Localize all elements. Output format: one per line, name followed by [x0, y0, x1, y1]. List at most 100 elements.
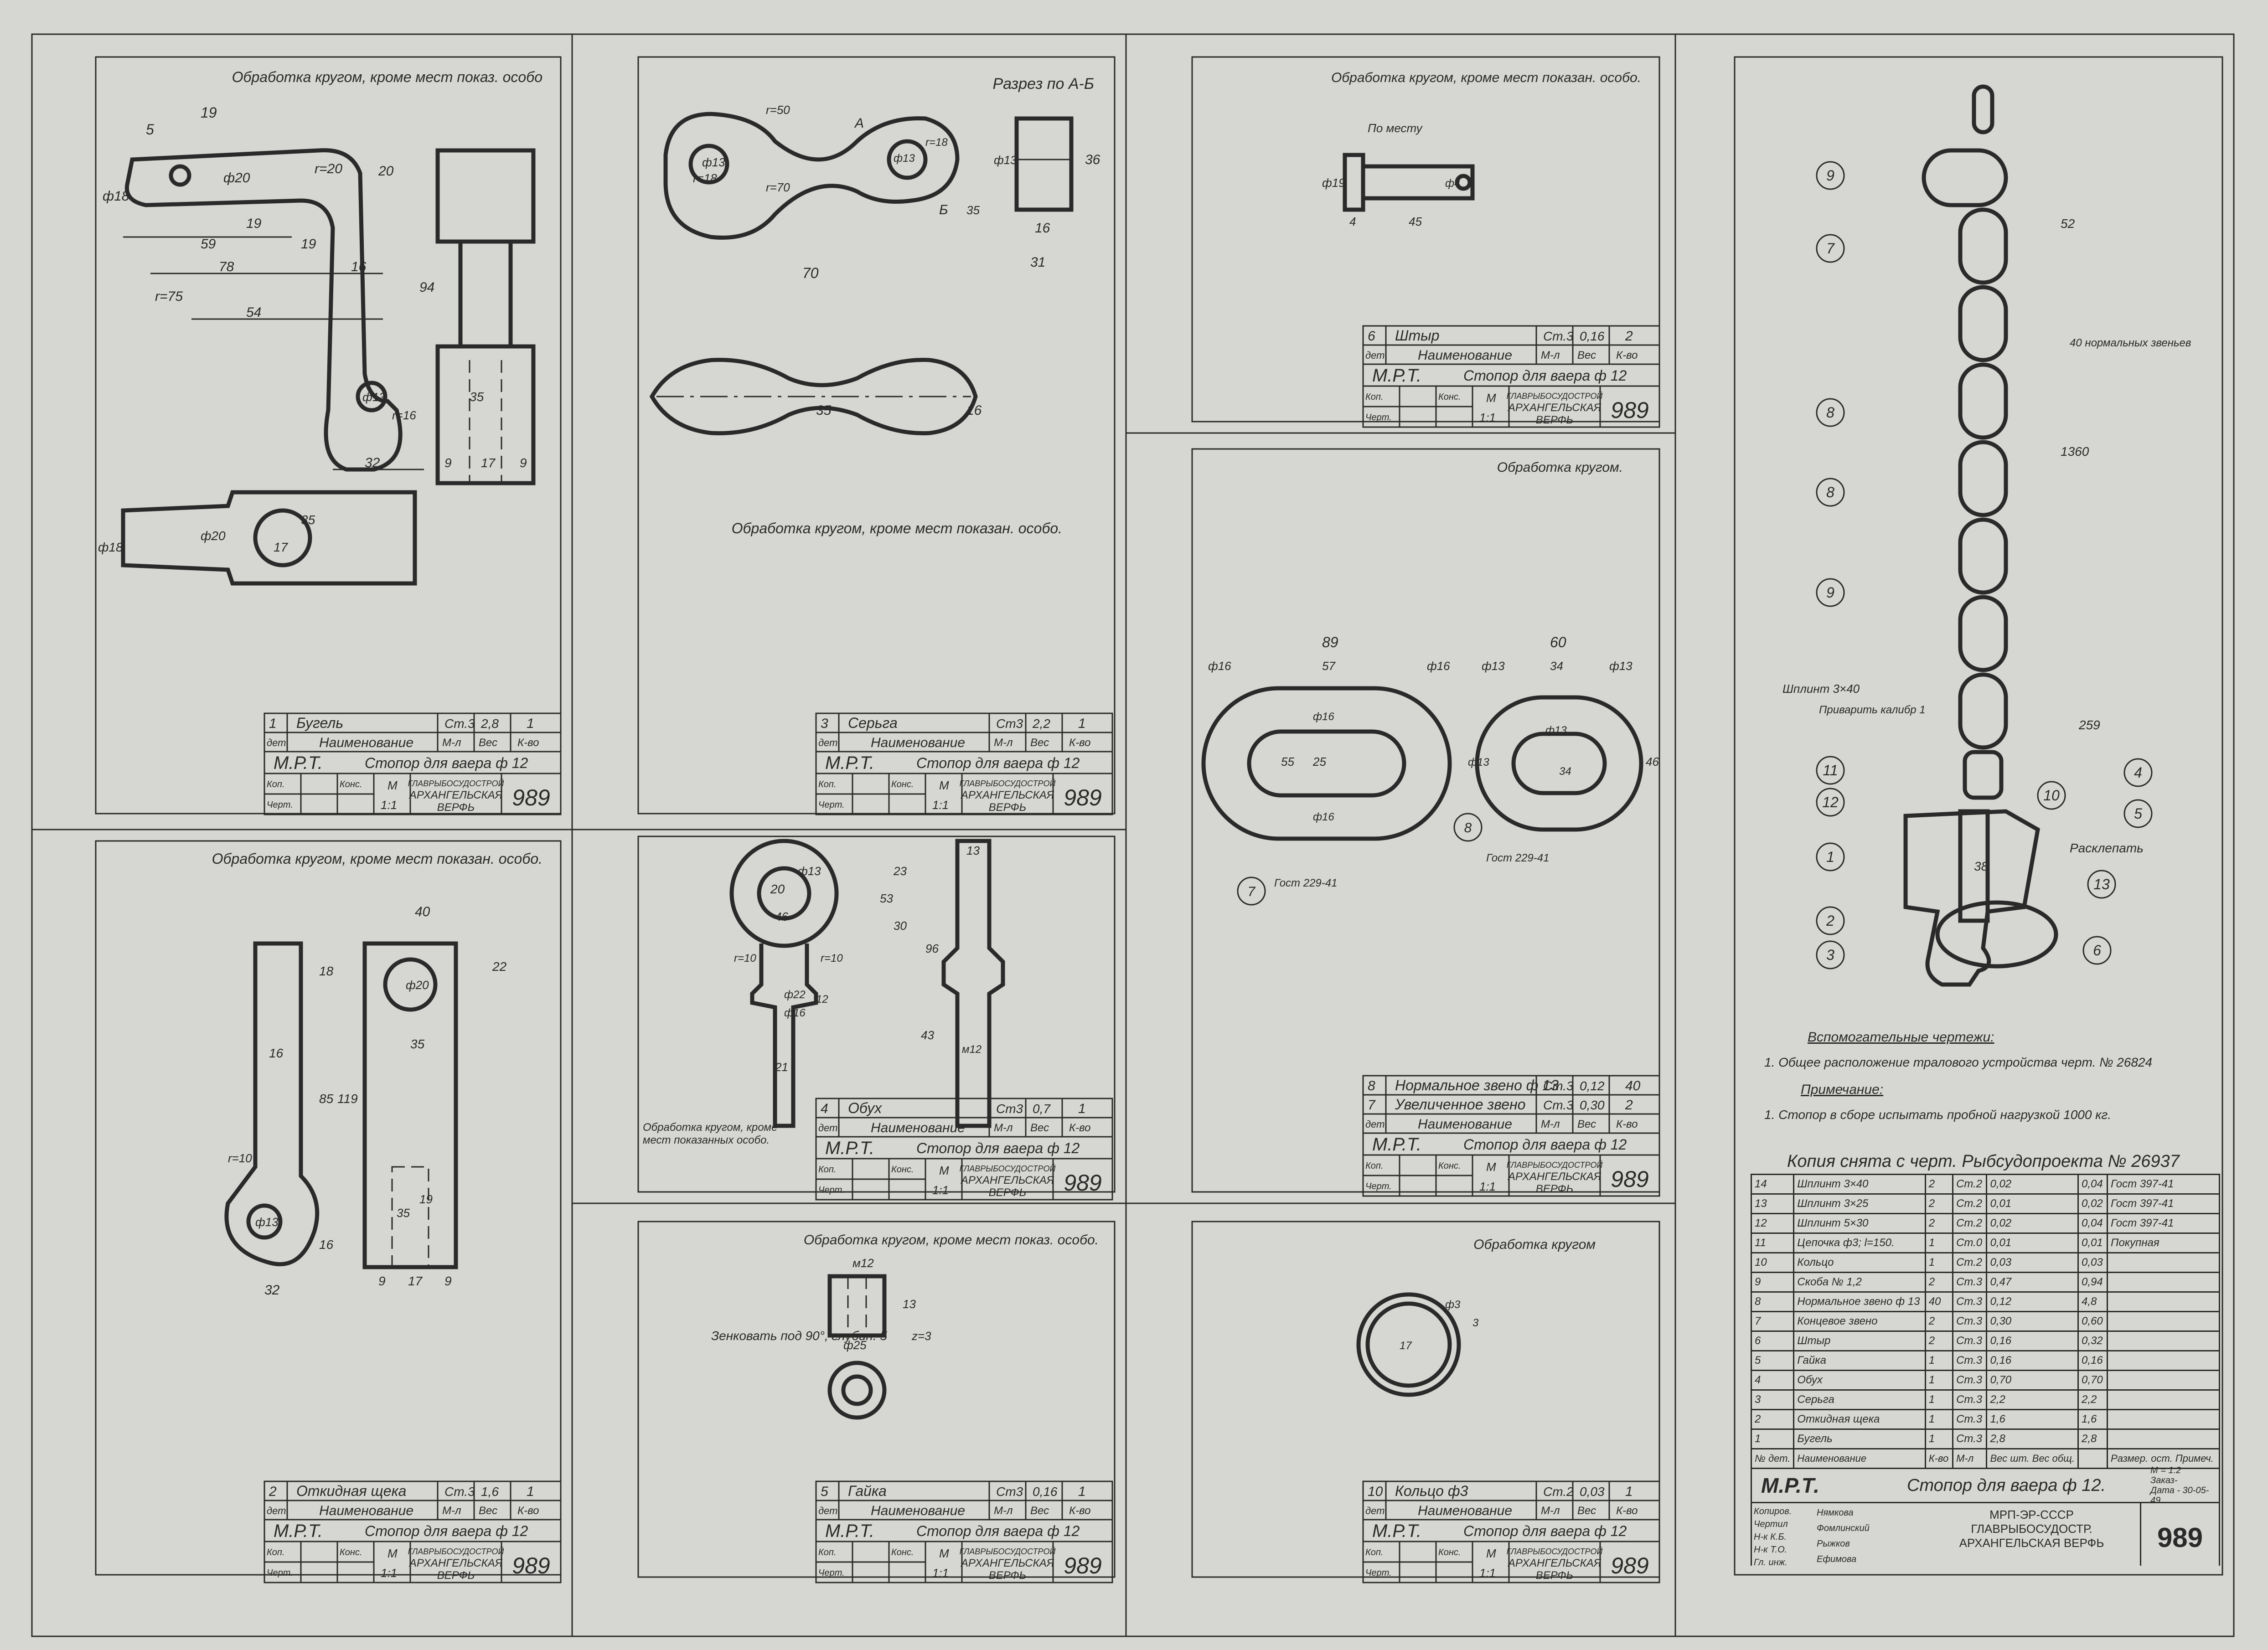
svg-text:5: 5: [2134, 805, 2142, 822]
title-weight: 0,03: [1580, 1485, 1605, 1499]
panel-border: [637, 56, 1116, 815]
title-material: Ст3: [996, 1102, 1023, 1116]
svg-text:Б: Б: [939, 202, 948, 217]
title-label: Вес: [479, 737, 497, 749]
title-cell: [336, 1561, 375, 1583]
title-label: М-л: [1541, 1118, 1560, 1130]
sign-role: Н-к Т.О.: [1754, 1545, 1788, 1555]
sheet-frame: [31, 33, 2235, 1637]
spec-cell: 0,01: [1986, 1232, 2079, 1253]
title-cell: [1435, 1175, 1473, 1197]
svg-text:40: 40: [415, 904, 430, 919]
title-cell: [1052, 1158, 1113, 1201]
hole-circle: [169, 164, 191, 187]
title-label: М-л: [1541, 349, 1560, 361]
title-drawing-number: 989: [1064, 785, 1101, 810]
title-name: Кольцо ф3: [1395, 1483, 1468, 1499]
title-label: дет.: [1365, 1119, 1387, 1130]
pin-body: [1361, 164, 1475, 201]
title-factory: АРХАНГЕЛЬСКАЯ: [960, 1174, 1054, 1186]
spec-cell: 1,6: [1986, 1409, 2079, 1430]
spec-header-cell: № дет.: [1751, 1448, 1795, 1469]
title-weight: 0,16: [1033, 1485, 1058, 1499]
svg-text:2: 2: [1826, 913, 1834, 929]
spec-cell: 2: [1751, 1409, 1795, 1430]
title-label: Наименование: [871, 1503, 965, 1518]
title-scale: 1:1: [381, 1566, 397, 1580]
title-label: М-л: [442, 1505, 461, 1517]
spec-cell: Ст.2: [1952, 1252, 1988, 1273]
serga-section-view: [1014, 116, 1074, 212]
title-label: Черт.: [267, 800, 293, 810]
svg-text:1: 1: [1826, 849, 1834, 865]
spec-cell: [2107, 1252, 2220, 1273]
svg-text:6: 6: [2093, 942, 2101, 959]
svg-text:17: 17: [1400, 1340, 1412, 1352]
title-factory: АРХАНГЕЛЬСКАЯ: [1507, 1557, 1602, 1569]
title-series: М.Р.Т.: [1372, 366, 1421, 386]
title-label: Вес: [1577, 349, 1596, 361]
spec-cell: Ст.3: [1952, 1330, 1988, 1351]
spec-cell: 13: [1751, 1193, 1795, 1214]
title-factory: ГЛАВРЫБОСУДОСТРОЙ: [960, 1547, 1056, 1556]
spec-cell: 0,16: [1986, 1350, 2079, 1371]
spec-cell: 1: [1924, 1252, 1954, 1273]
title-label: дет.: [818, 1505, 840, 1516]
spec-cell: 0,02: [1986, 1213, 2079, 1234]
svg-text:Обработка кругом, кроме мест п: Обработка кругом, кроме мест показан. ос…: [732, 520, 1062, 536]
title-label: К-во: [517, 1505, 539, 1517]
title-label: Наименование: [1418, 1117, 1512, 1132]
svg-text:36: 36: [1085, 152, 1100, 167]
title-label: Вес: [1030, 1505, 1049, 1517]
spec-cell: 0,04: [2077, 1213, 2108, 1234]
svg-text:4: 4: [1349, 215, 1356, 228]
spec-cell: 3: [1751, 1389, 1795, 1410]
title-det: 2: [269, 1484, 277, 1499]
panel-border: [1734, 56, 2223, 1576]
title-label: Вес: [1577, 1505, 1596, 1517]
svg-text:ф22: ф22: [784, 989, 806, 1001]
title-name: Штыр: [1395, 327, 1439, 344]
svg-text:19: 19: [301, 237, 316, 252]
spec-cell: Откидная щека: [1793, 1409, 1926, 1430]
spec-cell: 2: [1924, 1174, 1954, 1195]
title-label: Наименование: [1418, 348, 1512, 363]
spec-cell: 2: [1924, 1330, 1954, 1351]
svg-text:259: 259: [2078, 718, 2100, 732]
svg-text:13: 13: [903, 1297, 916, 1311]
title-label: Черт.: [818, 1185, 845, 1195]
title-cell: [1052, 1541, 1113, 1583]
title-label: Наименование: [319, 1503, 413, 1518]
svg-text:ф19: ф19: [1322, 176, 1345, 190]
title-label: Черт.: [1365, 1568, 1392, 1578]
svg-text:9: 9: [444, 456, 452, 470]
title-label: М: [1486, 1547, 1496, 1560]
sign-role: Копиров.: [1754, 1506, 1792, 1516]
scheka-side-view: [224, 941, 320, 1267]
svg-text:9: 9: [520, 456, 527, 470]
title-product: Стопор для ваера ф 12: [916, 1140, 1080, 1156]
title-label: К-во: [517, 737, 539, 749]
title-label: М: [1486, 1160, 1496, 1174]
svg-text:9: 9: [378, 1274, 386, 1288]
title-factory: ГЛАВРЫБОСУДОСТРОЙ: [960, 779, 1056, 788]
spec-cell: Шплинт 3×40: [1793, 1174, 1926, 1195]
spec-cell: 2,8: [1986, 1428, 2079, 1449]
svg-text:16: 16: [269, 1046, 284, 1060]
title-scale: 1:1: [381, 798, 397, 812]
spec-cell: [2107, 1330, 2220, 1351]
spec-cell: 2: [1924, 1213, 1954, 1234]
svg-text:ф13: ф13: [1482, 659, 1505, 673]
title-label: Конс.: [340, 779, 362, 789]
spec-cell: 1: [1751, 1428, 1795, 1449]
title-factory: ГЛАВРЫБОСУДОСТРОЙ: [1507, 1160, 1603, 1170]
nut-side-view: [827, 1274, 887, 1338]
panel-note: Обработка кругом, кроме мест показанных …: [643, 1121, 778, 1146]
spec-cell: 1: [1924, 1428, 1954, 1449]
sign-role: Гл. инж.: [1754, 1557, 1788, 1566]
ring-inner: [1365, 1301, 1452, 1388]
title-product: Стопор для ваера ф 12: [365, 1523, 528, 1539]
